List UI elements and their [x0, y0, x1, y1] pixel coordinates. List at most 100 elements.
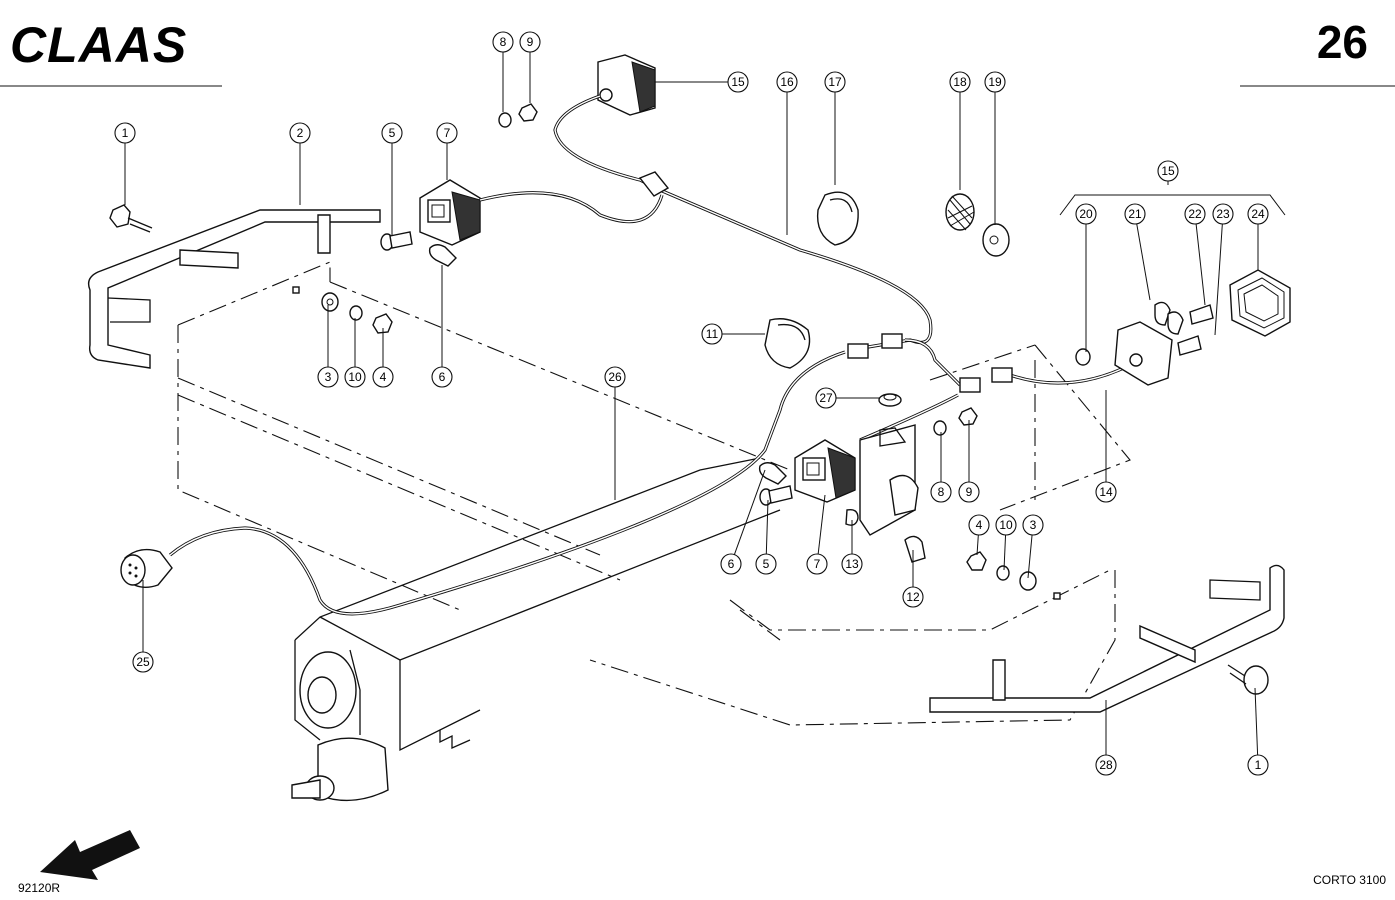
callout-label: 17	[828, 75, 842, 89]
screw-5-right	[759, 485, 793, 506]
clip-12	[904, 535, 926, 563]
callout-8: 8	[492, 31, 514, 112]
callout-label: 7	[814, 557, 821, 571]
page-number: 26	[1317, 16, 1368, 68]
callout-3: 3	[1022, 514, 1044, 579]
callout-label: 4	[976, 518, 983, 532]
callout-27: 27	[815, 387, 880, 409]
bolt-1-right	[1227, 664, 1269, 695]
callout-7: 7	[806, 494, 828, 575]
guard-bar-clamp	[317, 214, 331, 254]
callout-circle	[1212, 203, 1234, 225]
callout-label: 24	[1251, 207, 1265, 221]
callout-circle	[701, 323, 723, 345]
connector-a	[847, 343, 869, 359]
lamp-base-plate	[1114, 321, 1173, 386]
callout-label: 9	[966, 485, 973, 499]
hitch-socket	[317, 737, 389, 802]
callout-leader	[976, 534, 979, 556]
callout-circle	[431, 366, 453, 388]
connector-c	[959, 377, 981, 393]
callout-leader	[1254, 687, 1259, 756]
callout-circle	[720, 553, 742, 575]
callout-6: 6	[431, 265, 453, 388]
grille-18	[945, 193, 975, 231]
callout-7: 7	[436, 122, 458, 180]
callout-1: 1	[1247, 687, 1269, 776]
nut-20	[1075, 348, 1091, 366]
callout-18: 18	[949, 71, 971, 190]
callout-21: 21	[1124, 203, 1151, 301]
washer-nut-set-right	[966, 551, 1061, 600]
callout-leader	[1195, 223, 1206, 306]
callout-6: 6	[720, 469, 766, 575]
callout-label: 1	[122, 126, 129, 140]
cable-clip-11	[764, 318, 811, 369]
callout-13: 13	[841, 520, 863, 575]
callout-circle	[824, 71, 846, 93]
clip-13	[845, 508, 859, 526]
callout-circle	[604, 366, 626, 388]
callout-leader	[1136, 223, 1151, 301]
callout-label: 3	[1030, 518, 1037, 532]
callout-circle	[968, 514, 990, 536]
callout-22: 22	[1184, 203, 1206, 306]
callout-12: 12	[902, 550, 924, 608]
callout-leader	[733, 469, 766, 555]
callout-15: 15	[655, 71, 749, 93]
callout-label: 25	[136, 655, 150, 669]
callout-label: 20	[1079, 207, 1093, 221]
connector-b	[881, 333, 903, 349]
callout-15: 15	[1157, 160, 1179, 185]
callout-10: 10	[995, 514, 1017, 571]
callout-24: 24	[1247, 203, 1269, 270]
callout-16: 16	[776, 71, 798, 235]
direction-arrow	[40, 830, 140, 880]
callout-5: 5	[381, 122, 403, 235]
callout-label: 6	[439, 370, 446, 384]
callout-circle	[995, 514, 1017, 536]
callout-9: 9	[519, 31, 541, 103]
screw-23	[1177, 335, 1202, 356]
callout-label: 10	[999, 518, 1013, 532]
callout-circle	[1095, 481, 1117, 503]
callout-label: 28	[1099, 758, 1113, 772]
model-name: CORTO 3100	[1313, 873, 1386, 887]
callout-circle	[289, 122, 311, 144]
screw-22	[1189, 304, 1214, 325]
callout-label: 5	[389, 126, 396, 140]
callout-label: 4	[380, 370, 387, 384]
callout-leader	[1027, 534, 1033, 579]
callout-circle	[1157, 160, 1179, 182]
callout-3: 3	[317, 305, 339, 388]
callout-label: 15	[1161, 164, 1175, 178]
callout-circle	[132, 651, 154, 673]
callout-circle	[317, 366, 339, 388]
callout-label: 18	[953, 75, 967, 89]
callout-label: 15	[731, 75, 745, 89]
callout-label: 23	[1216, 207, 1230, 221]
marker-light-exploded	[1059, 194, 1291, 386]
drawing-code: 92120R	[18, 881, 60, 895]
callout-4: 4	[968, 514, 990, 556]
callout-leader	[765, 499, 769, 555]
callout-label: 13	[845, 557, 859, 571]
callout-circle	[841, 553, 863, 575]
callout-circle	[727, 71, 749, 93]
callout-label: 7	[444, 126, 451, 140]
wiring-harness	[168, 94, 1131, 616]
callout-label: 1	[1255, 758, 1262, 772]
callout-2: 2	[289, 122, 311, 205]
callout-label: 10	[348, 370, 362, 384]
callout-label: 21	[1128, 207, 1142, 221]
callout-circle	[372, 366, 394, 388]
callout-28: 28	[1095, 700, 1117, 776]
callout-circle	[114, 122, 136, 144]
callout-circle	[984, 71, 1006, 93]
bulb-21	[1154, 301, 1171, 326]
callout-9: 9	[958, 420, 980, 503]
cable-clip-17	[816, 191, 859, 246]
guard-bar-bracket-left	[179, 249, 239, 269]
callout-circle	[806, 553, 828, 575]
